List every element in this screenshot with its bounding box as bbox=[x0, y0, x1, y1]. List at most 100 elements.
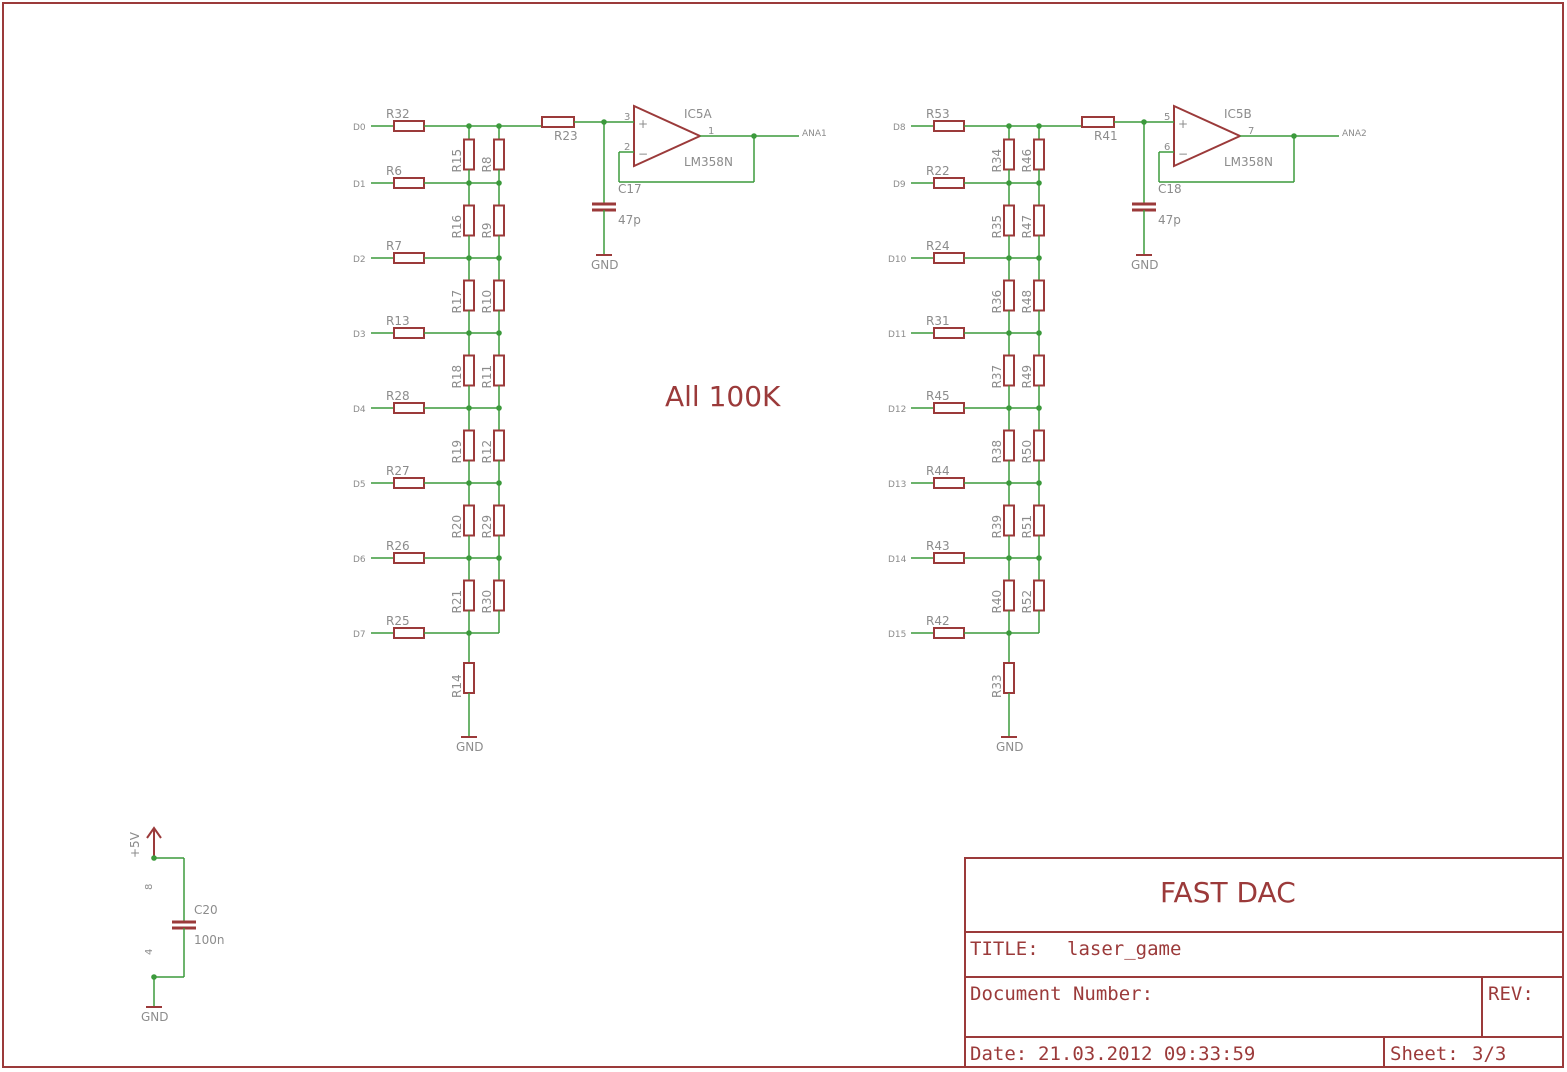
opamp-name: IC5B bbox=[1224, 107, 1252, 121]
resistor-label: R53 bbox=[926, 107, 950, 121]
resistor-body bbox=[1033, 279, 1045, 312]
all-100k-note: All 100K bbox=[665, 380, 781, 413]
resistor-label: R8 bbox=[480, 157, 494, 173]
resistor-label: R12 bbox=[480, 440, 494, 464]
resistor-body bbox=[1003, 504, 1015, 537]
opamp-pin: 7 bbox=[1248, 126, 1254, 137]
junction-dot bbox=[751, 133, 757, 139]
capacitor-label: C17 bbox=[618, 182, 642, 196]
ground-label: GND bbox=[591, 258, 619, 272]
sheet-label: Sheet: bbox=[1390, 1043, 1459, 1065]
resistor-label: R52 bbox=[1020, 590, 1034, 614]
resistor-label: R26 bbox=[386, 539, 410, 553]
resistor-body bbox=[933, 177, 965, 189]
junction-dot bbox=[496, 480, 502, 486]
date-value: 21.03.2012 09:33:59 bbox=[1038, 1043, 1255, 1065]
junction-dot bbox=[1006, 405, 1012, 411]
input-label: D0 bbox=[353, 123, 366, 133]
resistor-body bbox=[493, 429, 505, 462]
input-label: D2 bbox=[353, 255, 366, 265]
input-label: D1 bbox=[353, 180, 366, 190]
resistor-body bbox=[463, 429, 475, 462]
resistor-label: R45 bbox=[926, 389, 950, 403]
junction-dot bbox=[496, 405, 502, 411]
resistor-label: R17 bbox=[450, 290, 464, 314]
resistor-body bbox=[493, 504, 505, 537]
resistor-label: R23 bbox=[554, 129, 578, 143]
junction-dot bbox=[1036, 330, 1042, 336]
resistor-body bbox=[463, 354, 475, 387]
junction-dot bbox=[466, 480, 472, 486]
resistor-label: R48 bbox=[1020, 290, 1034, 314]
opamp-pin: 5 bbox=[1164, 112, 1170, 123]
resistor-body bbox=[393, 552, 425, 564]
resistor-label: R11 bbox=[480, 365, 494, 389]
resistor-body bbox=[1081, 116, 1115, 128]
resistor-label: R35 bbox=[990, 215, 1004, 239]
ground-label: GND bbox=[456, 740, 484, 754]
resistor-body bbox=[493, 279, 505, 312]
capacitor-value: 100n bbox=[194, 933, 225, 947]
junction-dot bbox=[466, 555, 472, 561]
resistor-body bbox=[933, 120, 965, 132]
resistor-body bbox=[1003, 138, 1015, 171]
resistor-body bbox=[1003, 354, 1015, 387]
resistor-body bbox=[933, 252, 965, 264]
resistor-body bbox=[933, 402, 965, 414]
title-value: laser_game bbox=[1067, 938, 1181, 960]
opamp-value: LM358N bbox=[684, 155, 733, 169]
resistor-label: R21 bbox=[450, 590, 464, 614]
pin-label: 8 bbox=[144, 884, 155, 890]
title-block-frame bbox=[964, 857, 1564, 1068]
resistor-label: R49 bbox=[1020, 365, 1034, 389]
resistor-label: R16 bbox=[450, 215, 464, 239]
resistor-body bbox=[1003, 279, 1015, 312]
resistor-label: R46 bbox=[1020, 149, 1034, 173]
junction-dot bbox=[466, 330, 472, 336]
junction-dot bbox=[1006, 480, 1012, 486]
opamp-pin: 6 bbox=[1164, 142, 1170, 153]
resistor-label: R27 bbox=[386, 464, 410, 478]
input-label: D9 bbox=[893, 180, 906, 190]
input-label: D3 bbox=[353, 330, 366, 340]
input-label: D12 bbox=[888, 405, 906, 415]
input-label: D15 bbox=[888, 630, 906, 640]
resistor-label: R6 bbox=[386, 164, 402, 178]
junction-dot bbox=[1291, 133, 1297, 139]
sheet-value: 3/3 bbox=[1472, 1043, 1506, 1065]
resistor-body bbox=[1003, 429, 1015, 462]
resistor-label: R39 bbox=[990, 515, 1004, 539]
junction-dot bbox=[496, 330, 502, 336]
resistor-label: R18 bbox=[450, 365, 464, 389]
resistor-body bbox=[1033, 504, 1045, 537]
output-label: ANA1 bbox=[802, 129, 827, 139]
resistor-body bbox=[933, 552, 965, 564]
resistor-body bbox=[1033, 429, 1045, 462]
opamp-symbol bbox=[1173, 104, 1243, 168]
junction-dot bbox=[1006, 330, 1012, 336]
resistor-label: R28 bbox=[386, 389, 410, 403]
input-label: D11 bbox=[888, 330, 906, 340]
resistor-body bbox=[393, 627, 425, 639]
resistor-body bbox=[933, 627, 965, 639]
input-label: D10 bbox=[888, 255, 907, 265]
input-label: D13 bbox=[888, 480, 906, 490]
junction-dot bbox=[496, 255, 502, 261]
junction-dot bbox=[1006, 123, 1012, 129]
junction-dot bbox=[1006, 555, 1012, 561]
opamp-pin: 1 bbox=[708, 126, 714, 137]
opamp-value: LM358N bbox=[1224, 155, 1273, 169]
junction-dot bbox=[1006, 255, 1012, 261]
date-label: Date: bbox=[970, 1043, 1027, 1065]
resistor-body bbox=[493, 579, 505, 612]
opamp-pin: 3 bbox=[624, 112, 630, 123]
resistor-body bbox=[463, 504, 475, 537]
resistor-label: R9 bbox=[480, 223, 494, 239]
resistor-label: R36 bbox=[990, 290, 1004, 314]
junction-dot bbox=[151, 855, 157, 861]
resistor-label: R7 bbox=[386, 239, 402, 253]
junction-dot bbox=[466, 405, 472, 411]
rev-label: REV: bbox=[1488, 983, 1534, 1005]
capacitor-value: 47p bbox=[1158, 213, 1181, 227]
